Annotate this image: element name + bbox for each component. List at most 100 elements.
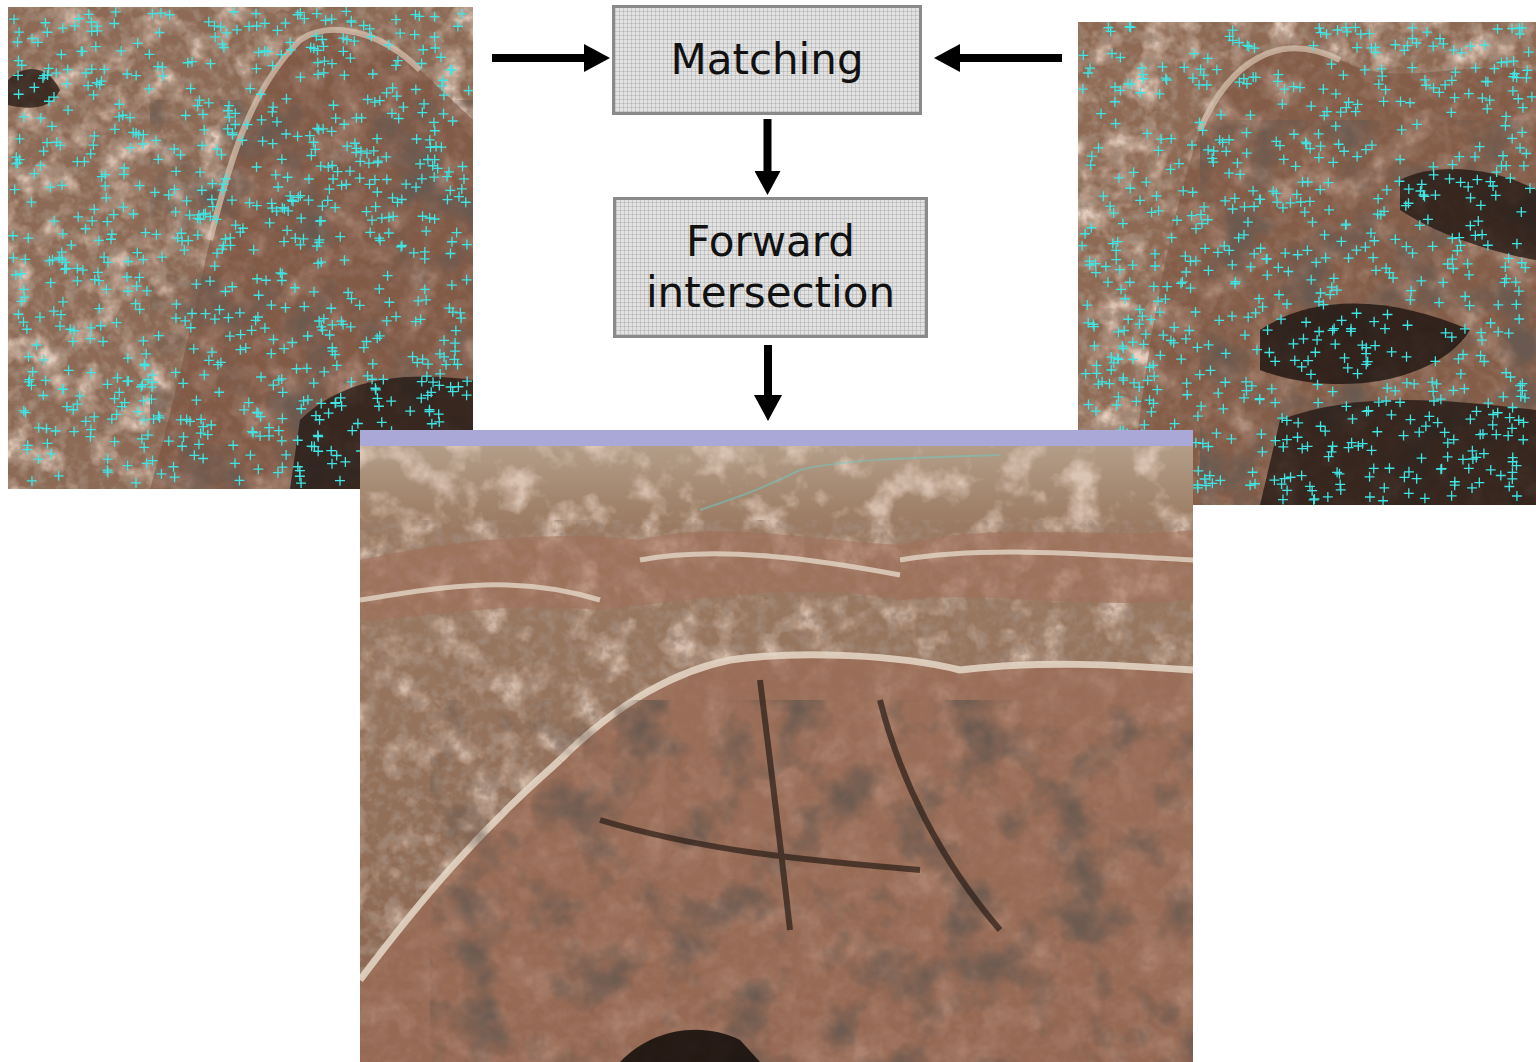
tie-point-cross (1465, 301, 1475, 311)
tie-point-cross (374, 233, 384, 243)
tie-point-cross (1111, 119, 1121, 129)
tie-point-cross (134, 272, 144, 282)
tie-point-cross (42, 27, 52, 37)
tie-point-cross (66, 240, 76, 250)
tie-point-cross (60, 264, 70, 274)
tie-point-cross (1115, 265, 1125, 275)
tie-point-cross (1508, 402, 1518, 412)
tie-point-cross (1106, 26, 1116, 36)
tie-point-cross (154, 331, 164, 341)
tie-point-cross (197, 141, 207, 151)
tie-point-cross (171, 313, 181, 323)
tie-point-cross (182, 196, 192, 206)
tie-point-cross (1382, 310, 1392, 320)
tie-point-cross (1381, 396, 1391, 406)
tie-point-cross (72, 276, 82, 286)
tie-point-cross (1406, 286, 1416, 296)
tie-point-cross (365, 227, 375, 237)
tie-point-cross (1329, 324, 1339, 334)
tie-point-cross (1454, 152, 1464, 162)
tie-point-cross (280, 303, 290, 313)
tie-point-cross (1147, 207, 1157, 217)
tie-point-cross (1427, 377, 1437, 387)
tie-point-cross (1193, 411, 1203, 421)
tie-point-cross (1415, 220, 1425, 230)
tie-point-cross (103, 257, 113, 267)
tie-point-cross (261, 275, 271, 285)
tie-point-cross (208, 202, 218, 212)
tie-point-cross (1457, 48, 1467, 58)
tie-point-cross (319, 367, 329, 377)
tie-point-cross (8, 231, 18, 241)
tie-point-cross (1113, 327, 1123, 337)
tie-point-cross (345, 53, 355, 63)
tie-point-cross (1155, 350, 1165, 360)
tie-point-cross (1218, 404, 1228, 414)
tie-point-cross (267, 198, 277, 208)
tie-point-cross (232, 25, 242, 35)
box-label: Matching (670, 35, 863, 85)
tie-point-cross (405, 406, 415, 416)
tie-point-cross (1515, 143, 1525, 153)
tie-point-cross (313, 432, 323, 442)
tie-point-cross (54, 471, 64, 481)
tie-point-cross (374, 401, 384, 411)
tie-point-cross (1443, 438, 1453, 448)
tie-point-cross (416, 314, 426, 324)
tie-point-cross (310, 144, 320, 154)
tie-point-cross (1316, 141, 1326, 151)
tie-point-cross (1270, 356, 1280, 366)
tie-point-cross (1307, 486, 1317, 496)
tie-point-cross (138, 139, 148, 149)
tie-point-cross (1437, 464, 1447, 474)
tie-point-cross (1141, 177, 1151, 187)
tie-point-cross (1083, 68, 1093, 78)
tie-point-cross (1507, 467, 1517, 477)
tie-point-cross (303, 331, 313, 341)
tie-point-cross (444, 167, 454, 177)
tie-point-cross (1470, 230, 1480, 240)
tie-point-cross (1282, 299, 1292, 309)
tie-point-cross (417, 108, 427, 118)
tie-point-cross (383, 271, 393, 281)
tie-point-cross (1216, 110, 1226, 120)
tie-point-cross (387, 108, 397, 118)
tie-point-cross (1106, 352, 1116, 362)
tie-point-cross (91, 42, 101, 52)
tie-point-cross (207, 347, 217, 357)
tie-point-cross (412, 358, 422, 368)
tie-point-cross (1231, 277, 1241, 287)
tie-point-cross (421, 295, 431, 305)
tie-point-cross (1447, 160, 1457, 170)
tie-point-cross (245, 450, 255, 460)
tie-point-cross (1087, 151, 1097, 161)
tie-point-cross (1336, 236, 1346, 246)
tie-point-cross (1379, 96, 1389, 106)
tie-point-cross (186, 84, 196, 94)
tie-point-cross (39, 146, 49, 156)
tie-point-cross (326, 446, 336, 456)
tie-point-cross (146, 394, 156, 404)
tie-point-cross (1169, 322, 1179, 332)
tie-point-cross (1305, 196, 1315, 206)
tie-point-cross (1188, 187, 1198, 197)
left-image (8, 7, 473, 489)
tie-point-cross (27, 476, 37, 486)
tie-point-cross (1187, 211, 1197, 221)
tie-point-cross (198, 422, 208, 432)
tie-point-cross (1314, 153, 1324, 163)
tie-point-cross (1481, 77, 1491, 87)
tie-point-cross (58, 384, 68, 394)
tie-point-cross (272, 117, 282, 127)
tie-point-cross (1228, 204, 1238, 214)
tie-point-cross (422, 371, 432, 381)
tie-point-cross (123, 353, 133, 363)
tie-point-cross (33, 454, 43, 464)
tie-point-cross (169, 184, 179, 194)
tie-point-cross (128, 127, 138, 137)
tie-point-cross (1384, 463, 1394, 473)
tie-point-cross (328, 174, 338, 184)
tie-point-cross (1493, 408, 1503, 418)
tie-point-cross (158, 71, 168, 81)
tie-point-cross (1248, 72, 1258, 82)
